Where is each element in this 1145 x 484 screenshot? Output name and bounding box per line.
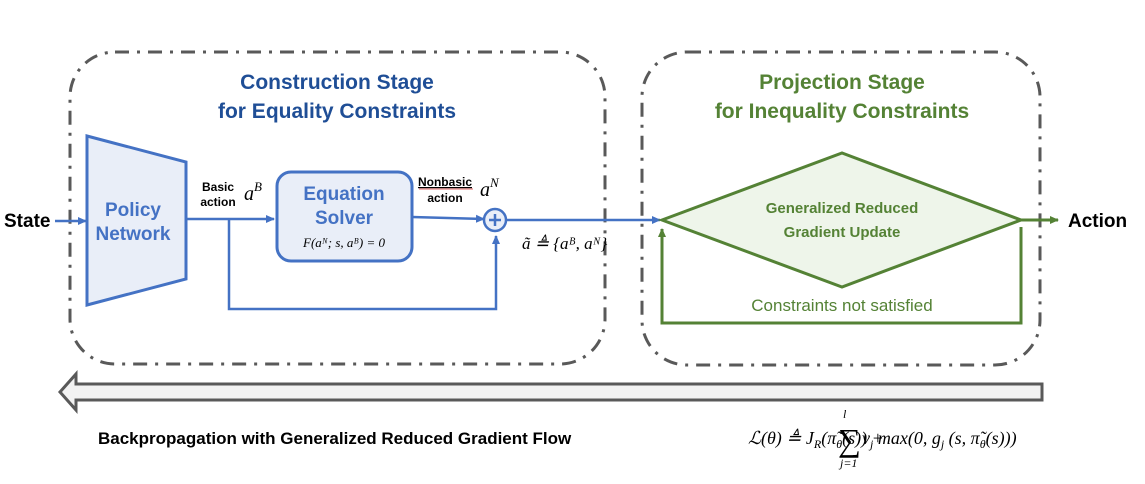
basic-action-label-line1: Basic — [202, 180, 234, 194]
policy-network-node — [85, 134, 188, 307]
grg-update-label-line1: Generalized Reduced — [766, 200, 919, 217]
construction-stage-container — [68, 50, 607, 366]
backpropagation-label: Backpropagation with Generalized Reduced… — [98, 429, 572, 448]
nonbasic-action-symbol: aN — [480, 175, 500, 201]
equation-solver-label-line2: Solver — [315, 208, 374, 229]
grg-update-node — [657, 151, 1026, 289]
state-label: State — [4, 211, 50, 232]
equation-solver-equation: F(aᴺ; s, aᴮ) = 0 — [302, 235, 385, 250]
constraint-loop-label: Constraints not satisfied — [751, 296, 932, 315]
basic-action-symbol: aB — [244, 179, 262, 205]
projection-stage-container — [640, 50, 1042, 367]
construction-stage-title-line2: for Equality Constraints — [218, 100, 456, 123]
combined-action-label: ã ≜ {aᴮ, aᴺ} — [522, 234, 607, 253]
nonbasic-action-arrow — [411, 214, 485, 223]
policy-network-label-line2: Network — [96, 224, 171, 245]
sum-upper-limit: l — [843, 407, 847, 421]
svg-text:ℒ(θ) ≜ JR(π̃θ(s)) +: ℒ(θ) ≜ JR(π̃θ(s)) + — [748, 428, 884, 451]
sum-lower-limit: j=1 — [838, 456, 857, 470]
action-label: Action — [1068, 211, 1127, 232]
basic-action-label-line2: action — [200, 195, 235, 209]
grg-update-label-line2: Gradient Update — [784, 224, 901, 241]
backpropagation-arrow — [57, 370, 1044, 414]
loss-formula: ℒ(θ) ≜ JR(π̃θ(s)) + ∑ l j=1 νj max(0, gj… — [748, 407, 1017, 470]
projection-stage-title-line1: Projection Stage — [759, 71, 925, 94]
sum-symbol: ∑ — [838, 422, 861, 458]
nonbasic-action-label-line2: action — [427, 191, 462, 205]
constraint-loop-connector — [658, 227, 1023, 325]
equation-solver-node — [275, 170, 414, 263]
bypass-connector — [227, 219, 500, 311]
svg-text:νj max(0, gj (s, π̃θ(s))): νj max(0, gj (s, π̃θ(s))) — [862, 428, 1017, 451]
projection-stage-title-line2: for Inequality Constraints — [715, 100, 969, 123]
policy-network-label-line1: Policy — [105, 200, 161, 221]
construction-stage-title-line1: Construction Stage — [240, 71, 434, 94]
equation-solver-label-line1: Equation — [303, 184, 384, 205]
nonbasic-action-label-line1: Nonbasic — [418, 175, 472, 189]
